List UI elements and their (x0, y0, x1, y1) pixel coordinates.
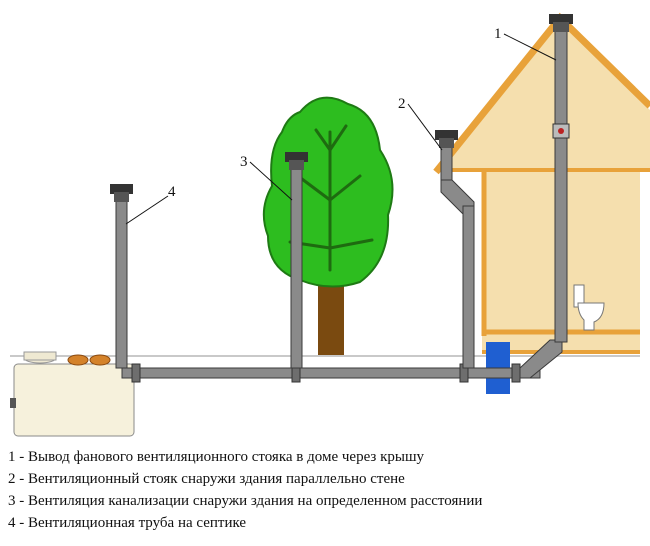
riser-3 (285, 152, 308, 369)
house-gable (442, 22, 650, 168)
house-outlet-elbow (519, 339, 563, 379)
callout-1-label: 1 (494, 26, 502, 42)
callout-2: 2 (398, 96, 443, 151)
riser-2 (435, 130, 475, 369)
tree (262, 96, 394, 355)
sewer-ventilation-diagram: 1 2 3 4 (10, 12, 650, 437)
callout-1: 1 (494, 26, 557, 61)
septic-hatch-lid-1 (67, 354, 89, 366)
callout-4-label: 4 (168, 184, 176, 200)
toilet-bowl (577, 302, 605, 331)
callout-3-label: 3 (240, 154, 248, 170)
legend-item-3: 3 - Вентиляция канализации снаружи здани… (8, 493, 483, 509)
septic-hatch-ring (23, 351, 57, 361)
sewer-pipe (121, 339, 563, 383)
callout-4: 4 (125, 184, 176, 225)
septic-tank-outlet (10, 398, 16, 408)
septic-hatch-lid-2 (89, 354, 111, 366)
septic-tank (10, 351, 135, 437)
legend-item-1: 1 - Вывод фанового вентиляционного стояк… (8, 449, 425, 465)
legend: 1 - Вывод фанового вентиляционного стояк… (8, 446, 648, 534)
callout-2-label: 2 (398, 96, 406, 112)
septic-tank-body (13, 363, 135, 437)
riser-1 (549, 14, 573, 343)
legend-item-4: 4 - Вентиляционная труба на септике (8, 515, 247, 531)
callout-3: 3 (240, 154, 293, 201)
toilet (573, 284, 605, 331)
legend-item-2: 2 - Вентиляционный стояк снаружи здания … (8, 471, 405, 487)
riser-4 (110, 184, 133, 369)
